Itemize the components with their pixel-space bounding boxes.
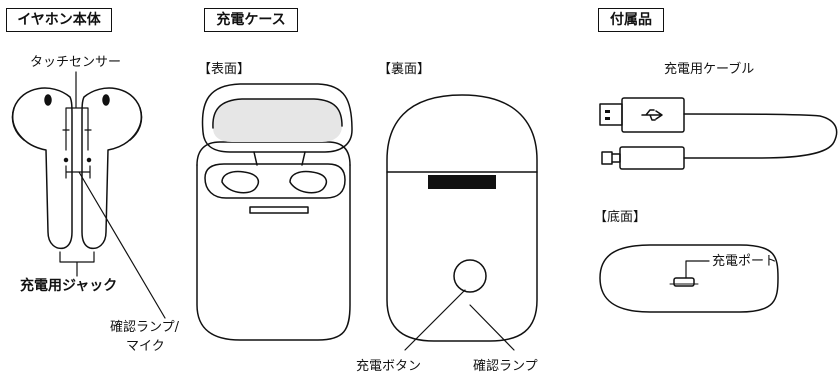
case-front bbox=[196, 83, 353, 341]
charge-button-leader bbox=[404, 289, 466, 351]
case-back-label: 【裏面】 bbox=[378, 62, 431, 77]
charge-port-label: 充電ポート bbox=[712, 254, 778, 269]
right-mic-dot bbox=[86, 157, 92, 163]
left-mic-dot bbox=[63, 157, 69, 163]
lamp-mic-label-line1: 確認ランプ/ bbox=[110, 320, 179, 335]
touch-sensor-label: タッチセンサー bbox=[30, 55, 122, 70]
earphone-section-title: イヤホン本体 bbox=[6, 8, 112, 32]
charging-jack-leader bbox=[59, 251, 95, 277]
case-bottom bbox=[599, 244, 779, 313]
charge-port bbox=[673, 277, 695, 287]
case-back bbox=[386, 94, 538, 351]
case-section-title: 充電ケース bbox=[204, 8, 298, 32]
lamp-mic-label-line2: マイク bbox=[126, 339, 165, 354]
left-earbud bbox=[11, 87, 73, 250]
back-hinge-slot bbox=[428, 175, 496, 189]
touch-sensor-leader bbox=[62, 71, 92, 151]
lamp-mic-bracket bbox=[65, 165, 91, 179]
charge-button-label: 充電ボタン bbox=[356, 359, 422, 374]
status-lamp-leader bbox=[469, 304, 515, 351]
lamp-mic-leader bbox=[78, 171, 166, 319]
bottom-label: 【底面】 bbox=[594, 210, 647, 225]
right-ear-tip bbox=[102, 94, 110, 106]
status-lamp-label: 確認ランプ bbox=[473, 359, 538, 374]
cable-label: 充電用ケーブル bbox=[664, 62, 755, 77]
charging-jack-label: 充電用ジャック bbox=[20, 278, 118, 294]
right-earbud bbox=[81, 87, 143, 250]
charge-button bbox=[453, 259, 487, 293]
left-ear-tip bbox=[44, 94, 52, 106]
charge-port-leader bbox=[685, 260, 710, 279]
case-front-label: 【表面】 bbox=[198, 62, 251, 77]
accessories-section-title: 付属品 bbox=[598, 8, 664, 32]
usb-cable bbox=[599, 97, 838, 170]
